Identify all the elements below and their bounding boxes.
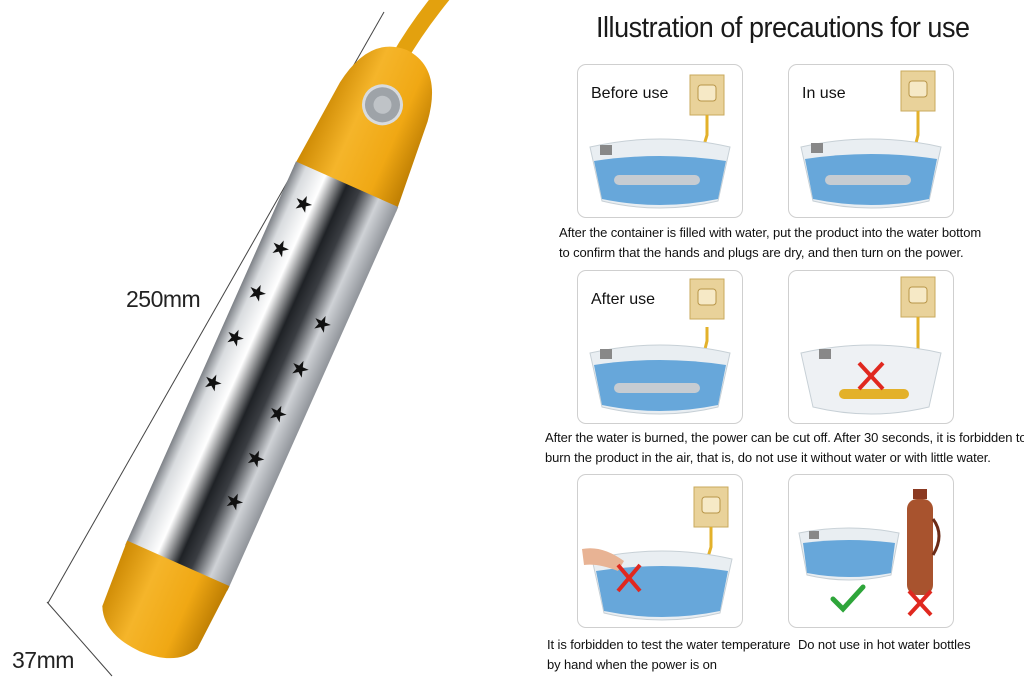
- panel-label: In use: [802, 85, 846, 102]
- caption-row3-left-line1: It is forbidden to test the water temper…: [547, 637, 791, 652]
- panel-hot-water-bottle: [788, 474, 954, 628]
- steel-tube: [125, 161, 399, 591]
- caption-row2-line1: After the water is burned, the power can…: [545, 430, 1024, 445]
- panel-hand-test: [577, 474, 743, 628]
- caption-row1-line1: After the container is filled with water…: [559, 225, 982, 240]
- panel-label: Before use: [591, 85, 669, 102]
- caption-row3-left-line2: by hand when the power is on: [547, 657, 717, 672]
- handle: [293, 46, 433, 212]
- forbidden-x-icon: [857, 361, 885, 391]
- basin-heater-after-use-icon: [589, 278, 731, 415]
- panel-after-use: After use: [577, 270, 743, 424]
- check-icon: [830, 584, 866, 613]
- basin-vs-bottle-icon: [798, 489, 941, 617]
- caption-row2-line2: burn the product in the air, that is, do…: [545, 450, 991, 465]
- basin-heater-plugged-icon: [589, 74, 731, 209]
- basin-hand-forbidden-icon: [582, 486, 733, 621]
- diameter-label: 37mm: [12, 647, 74, 673]
- length-label: 250mm: [126, 286, 201, 312]
- forbidden-x-icon: [616, 563, 642, 593]
- panel-no-water: [788, 270, 954, 424]
- caption-row1-line2: to confirm that the hands and plugs are …: [559, 245, 964, 260]
- end-cap: [102, 540, 230, 659]
- heater-illustration: ★ ★ ★ ★ ★ ★ ★ ★ ★ ★: [46, 0, 495, 677]
- panel-before-use: Before use: [577, 64, 743, 218]
- caption-row3-right: Do not use in hot water bottles: [798, 637, 971, 652]
- page-title: Illustration of precautions for use: [596, 12, 970, 44]
- power-cable: [390, 0, 495, 68]
- basin-heater-in-use-icon: [800, 70, 942, 209]
- basin-heater-dry-icon: [800, 276, 942, 415]
- diameter-dimension-line: [46, 601, 113, 677]
- forbidden-x-icon: [907, 589, 933, 617]
- panel-label: After use: [591, 291, 656, 308]
- panel-in-use: In use: [788, 64, 954, 218]
- water-heater-rod: ★ ★ ★ ★ ★ ★ ★ ★ ★ ★: [102, 0, 495, 659]
